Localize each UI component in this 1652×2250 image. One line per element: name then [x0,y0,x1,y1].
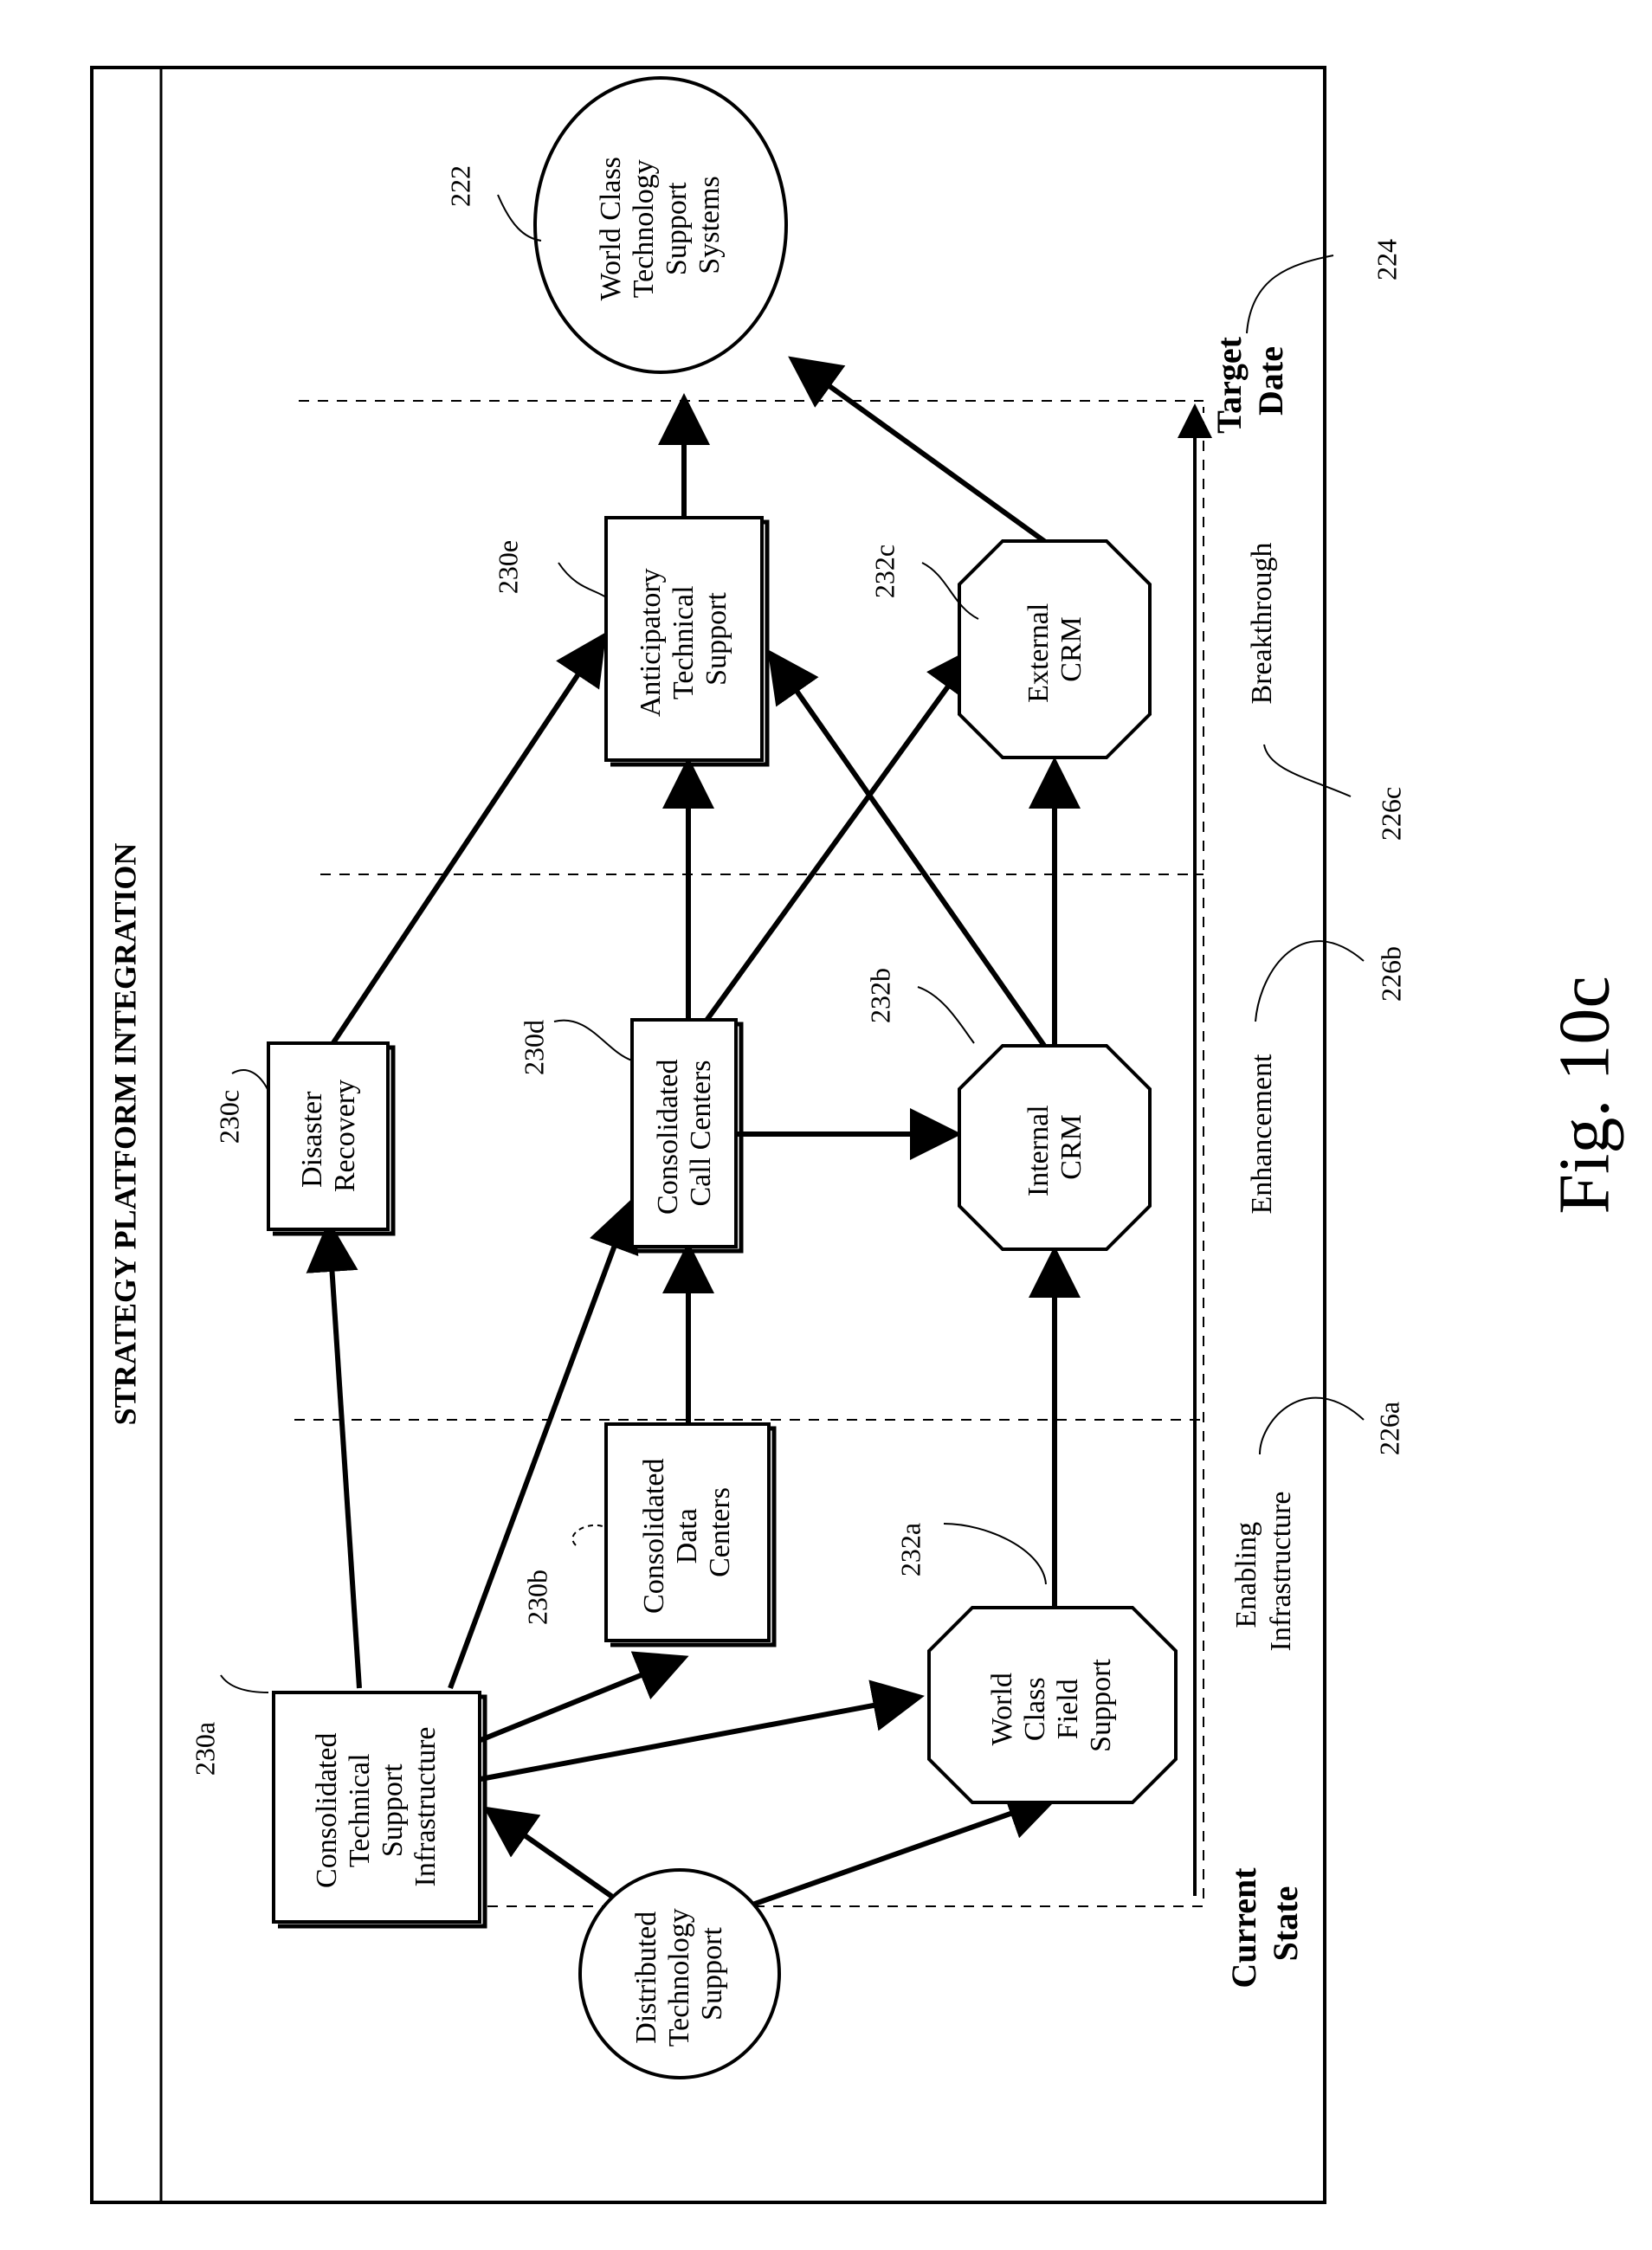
phase-target-date: Target Date [1210,328,1290,434]
ref-232c: 232c [868,545,900,598]
internal-crm-node [959,1046,1150,1249]
consolidated-call-centers-box [632,1020,736,1247]
ref-230d: 230d [518,1020,549,1075]
external-crm-node [959,541,1150,758]
ref-226c: 226c [1375,787,1406,841]
ref-226a: 226a [1373,1402,1404,1455]
ref-230c: 230c [213,1090,244,1144]
disaster-recovery-box [268,1043,388,1229]
ref-230e: 230e [492,540,523,594]
ref-232b: 232b [864,968,895,1023]
diagram-title: STRATEGY PLATFORM INTEGRATION [107,843,142,1426]
ref-222: 222 [444,165,475,207]
figure-label: Fig. 10c [1543,976,1627,1214]
phase-enhancement: Enhancement [1246,1054,1278,1215]
phase-current-state: Current State [1224,1859,1305,1988]
disaster-recovery-label: Disaster Recovery [296,1080,361,1192]
phase-enabling-infrastructure: Enabling Infrastructure [1230,1491,1297,1651]
consolidated-call-centers-label: Consolidated Call Centers [652,1052,717,1215]
ref-230a: 230a [189,1722,220,1776]
ref-226b: 226b [1375,946,1406,1002]
ref-230b: 230b [521,1570,552,1625]
world-class-field-support-label: World Class Field Support [986,1659,1117,1752]
ref-232a: 232a [894,1523,926,1576]
phase-breakthrough: Breakthrough [1246,543,1278,705]
ref-224: 224 [1371,239,1402,280]
